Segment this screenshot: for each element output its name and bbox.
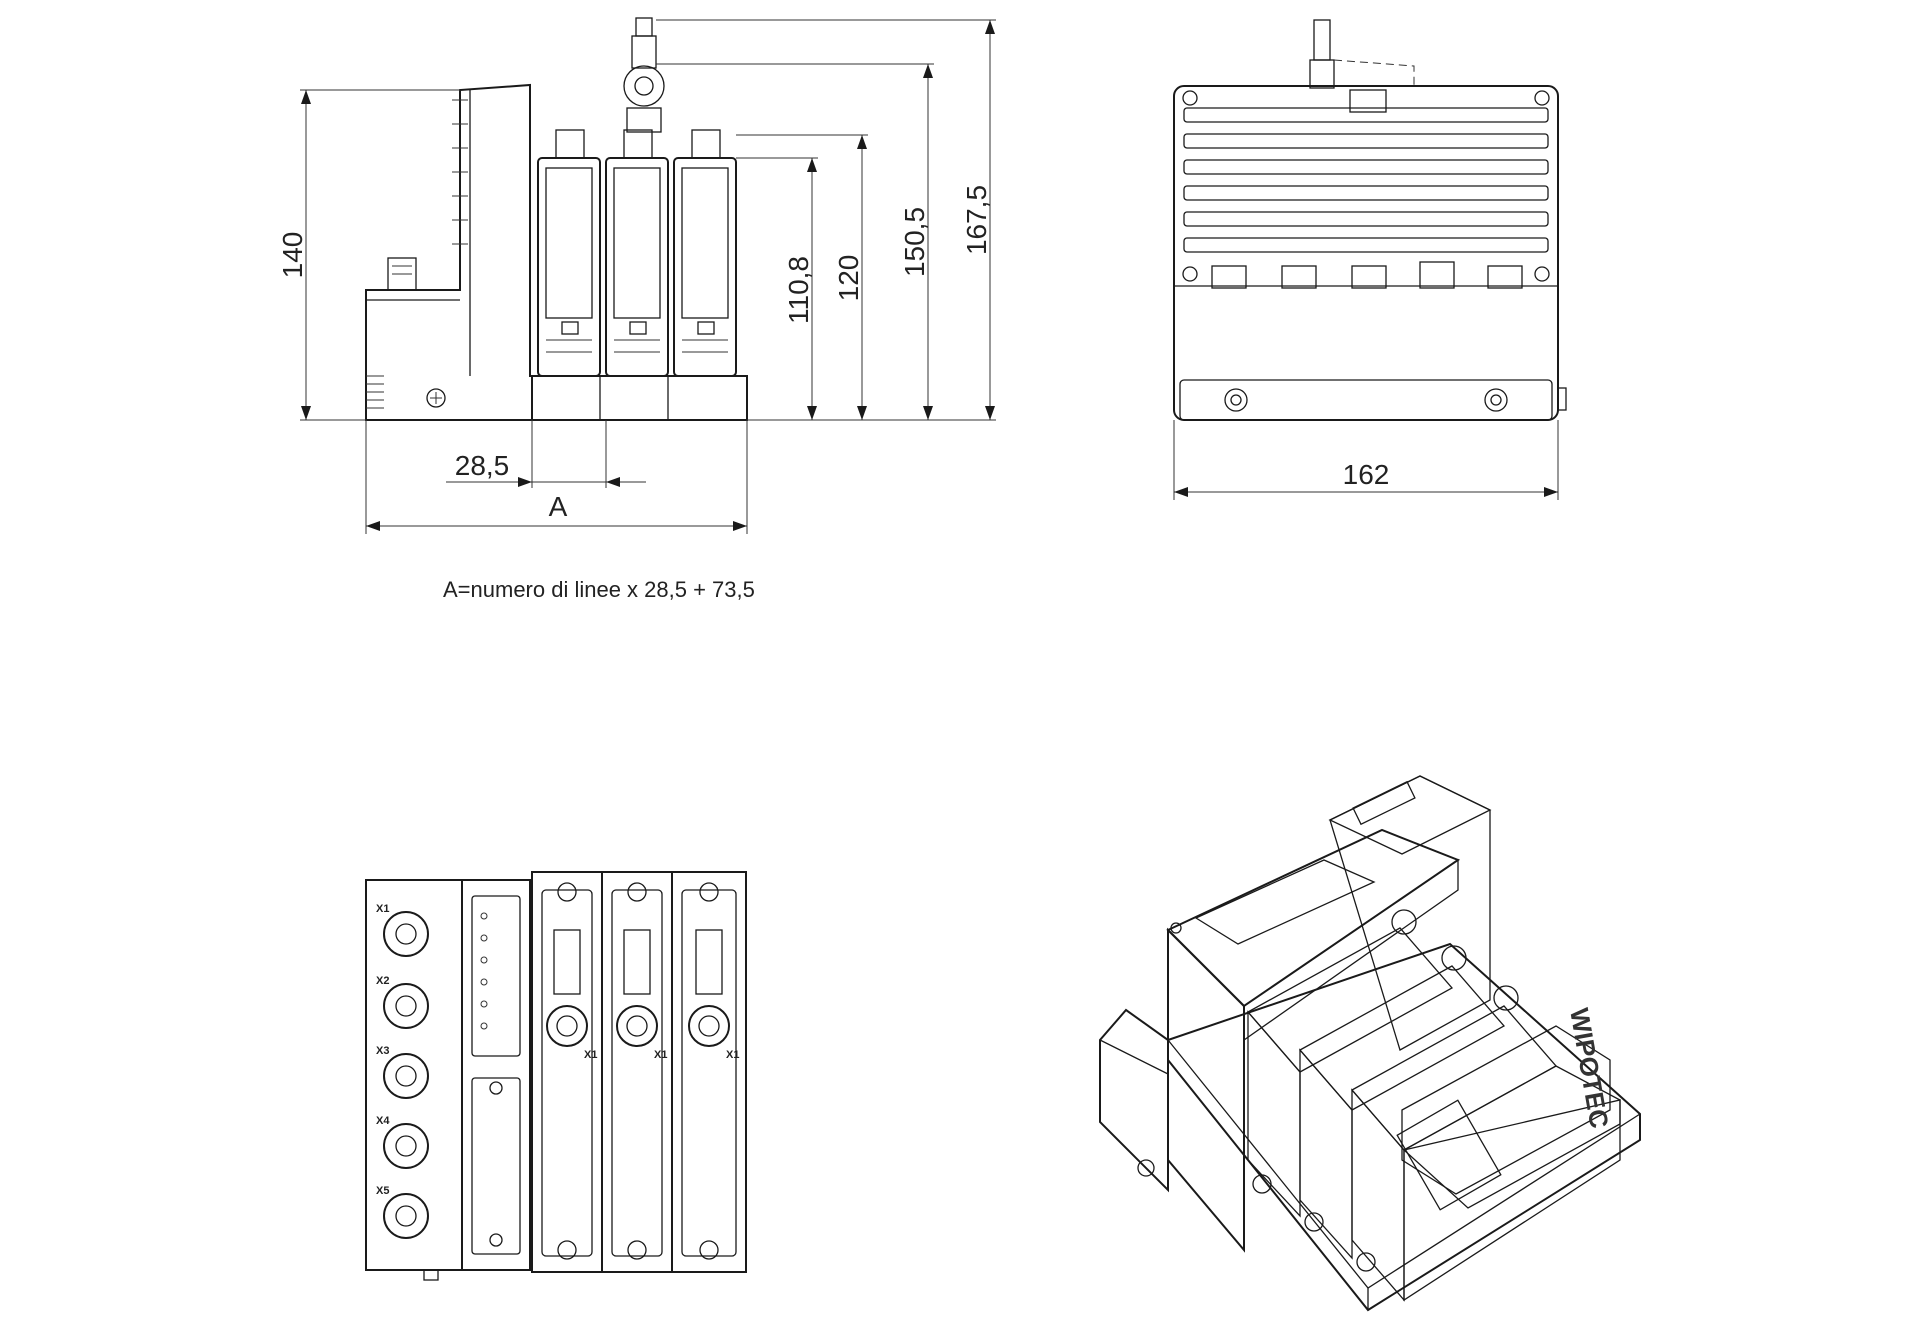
module-top-3: X1 [671, 871, 747, 1273]
base-plate [531, 375, 748, 421]
screw-icon [426, 388, 446, 408]
front-fins [1183, 107, 1549, 253]
screw-icon [1484, 388, 1508, 412]
dim-height-120: 120 [833, 255, 864, 302]
connector-x3: X3 [376, 1045, 429, 1099]
svg-text:X5: X5 [376, 1185, 389, 1197]
svg-text:X3: X3 [376, 1045, 389, 1057]
formula-note: A=numero di linee x 28,5 + 73,5 [443, 577, 755, 602]
side-view: 140 110,8 120 150,5 167,5 28,5 [277, 17, 996, 534]
cable-connector [623, 17, 665, 133]
iso-head-top [1166, 828, 1461, 1008]
module-3 [673, 129, 737, 377]
svg-text:X4: X4 [376, 1115, 390, 1127]
front-view: 162 [1173, 19, 1567, 500]
svg-text:X1: X1 [584, 1049, 597, 1061]
connector-x2: X2 [376, 975, 429, 1029]
head-top [365, 879, 463, 1271]
iso-view: WIPOTEC [1099, 775, 1641, 1312]
connector-x5: X5 [376, 1185, 429, 1239]
module-top-2: X1 [601, 871, 673, 1273]
module-1 [537, 129, 601, 377]
svg-text:X2: X2 [376, 975, 389, 987]
top-connector [1309, 59, 1335, 89]
iso-head-lower [1099, 1008, 1169, 1193]
dim-height-110-8: 110,8 [783, 256, 814, 324]
head-module-body [365, 83, 533, 421]
dim-width-162: 162 [1343, 459, 1390, 490]
svg-text:X1: X1 [726, 1049, 739, 1061]
connector-x1: X1 [376, 903, 429, 957]
iso-led-strip [1352, 780, 1416, 826]
iso-head-front [1167, 927, 1245, 1253]
module-top-1: X1 [531, 871, 603, 1273]
front-connectors [1211, 261, 1523, 289]
iso-module-3: WIPOTEC [1350, 985, 1621, 1302]
dim-width-a: A [549, 491, 568, 522]
head-fins [452, 99, 468, 245]
iso-module-1 [1246, 909, 1454, 1218]
module-2 [605, 129, 669, 377]
head-connector [387, 257, 417, 291]
screw-icon [1224, 388, 1248, 412]
svg-text:X1: X1 [654, 1049, 667, 1061]
dim-height-167-5: 167,5 [961, 185, 992, 255]
connector-x4: X4 [376, 1115, 429, 1169]
brand-logo: WIPOTEC [1564, 1006, 1615, 1131]
top-view: X1 X2 X3 X4 X5 X1 [365, 871, 747, 1281]
iso-rear-unit [1329, 775, 1491, 1051]
dim-height-150-5: 150,5 [899, 207, 930, 277]
iso-module-2 [1298, 945, 1506, 1260]
front-housing [1173, 85, 1559, 421]
dim-height-140: 140 [277, 232, 308, 279]
iso-label-plate [1194, 859, 1376, 945]
dim-pitch-28-5: 28,5 [455, 450, 510, 481]
svg-text:X1: X1 [376, 903, 389, 915]
head-leds [480, 912, 488, 1030]
side-grille [366, 375, 384, 409]
